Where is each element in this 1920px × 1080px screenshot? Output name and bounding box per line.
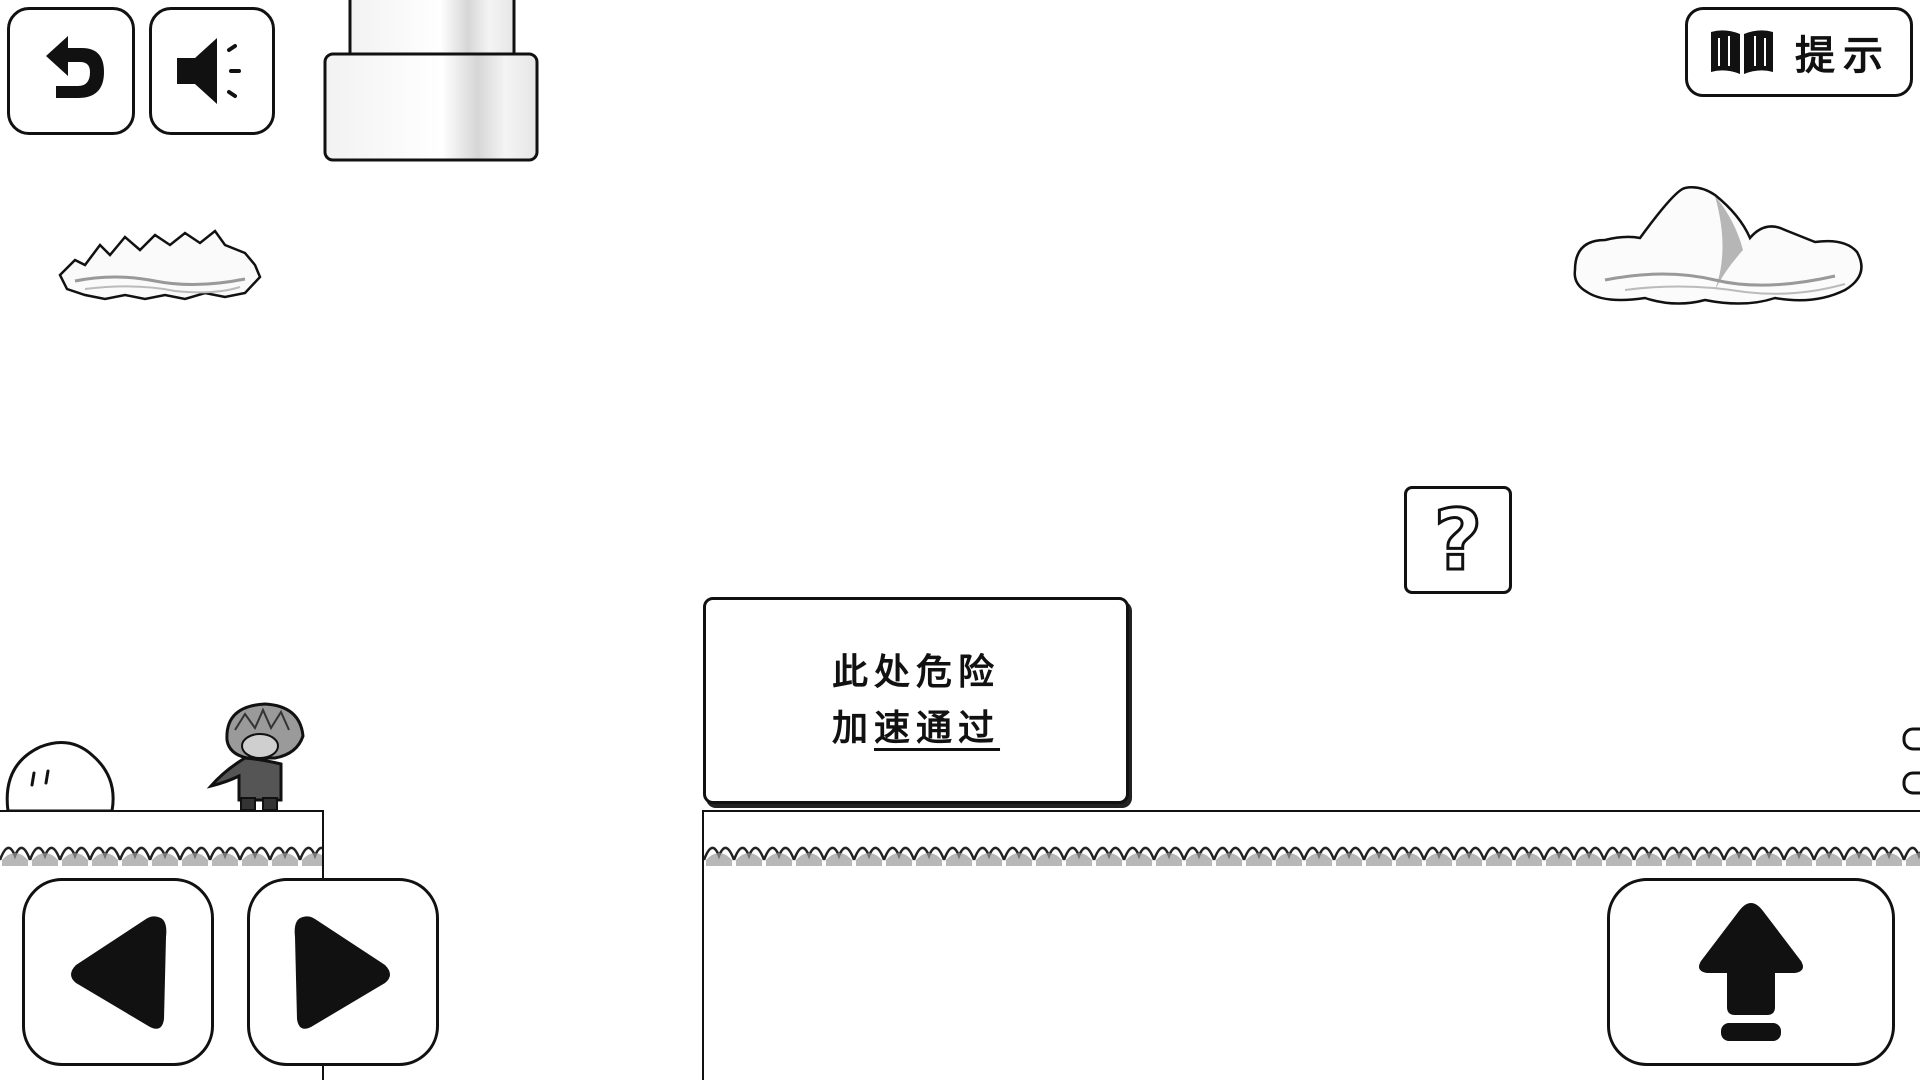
sign-line-2-prefix: 加 [831, 707, 874, 749]
left-arrow-icon [71, 916, 167, 1029]
grass-strip-right [704, 826, 1920, 876]
open-book-icon [1711, 30, 1773, 74]
ground-right [702, 810, 1920, 1080]
jump-button[interactable] [1607, 878, 1895, 1066]
cloud-left [58, 229, 262, 301]
undo-arrow-icon [46, 36, 104, 98]
hint-button[interactable]: 提示 [1685, 7, 1913, 97]
up-arrow-icon [1699, 903, 1803, 1041]
ceiling-pipe [323, 0, 539, 162]
sign-line-2-underlined: 速通过 [874, 707, 1001, 749]
sound-button[interactable] [149, 7, 275, 135]
hint-label: 提示 [1795, 33, 1891, 79]
edge-chain [1902, 727, 1920, 795]
player-character [206, 702, 305, 811]
undo-button[interactable] [7, 7, 135, 135]
speaker-icon [177, 38, 241, 104]
grass-strip-left [0, 826, 322, 876]
question-mark: ? [1432, 491, 1484, 589]
sign-line-1: 此处危险 [831, 651, 1000, 693]
cloud-right [1573, 186, 1863, 305]
sign-line-2: 加速通过 [832, 701, 1000, 757]
move-right-button[interactable] [247, 878, 439, 1066]
question-block[interactable]: ? [1404, 486, 1512, 594]
slime-enemy [5, 741, 115, 813]
move-left-button[interactable] [22, 878, 214, 1066]
warning-sign: 此处危险 加速通过 [703, 597, 1129, 804]
right-arrow-icon [294, 916, 390, 1029]
